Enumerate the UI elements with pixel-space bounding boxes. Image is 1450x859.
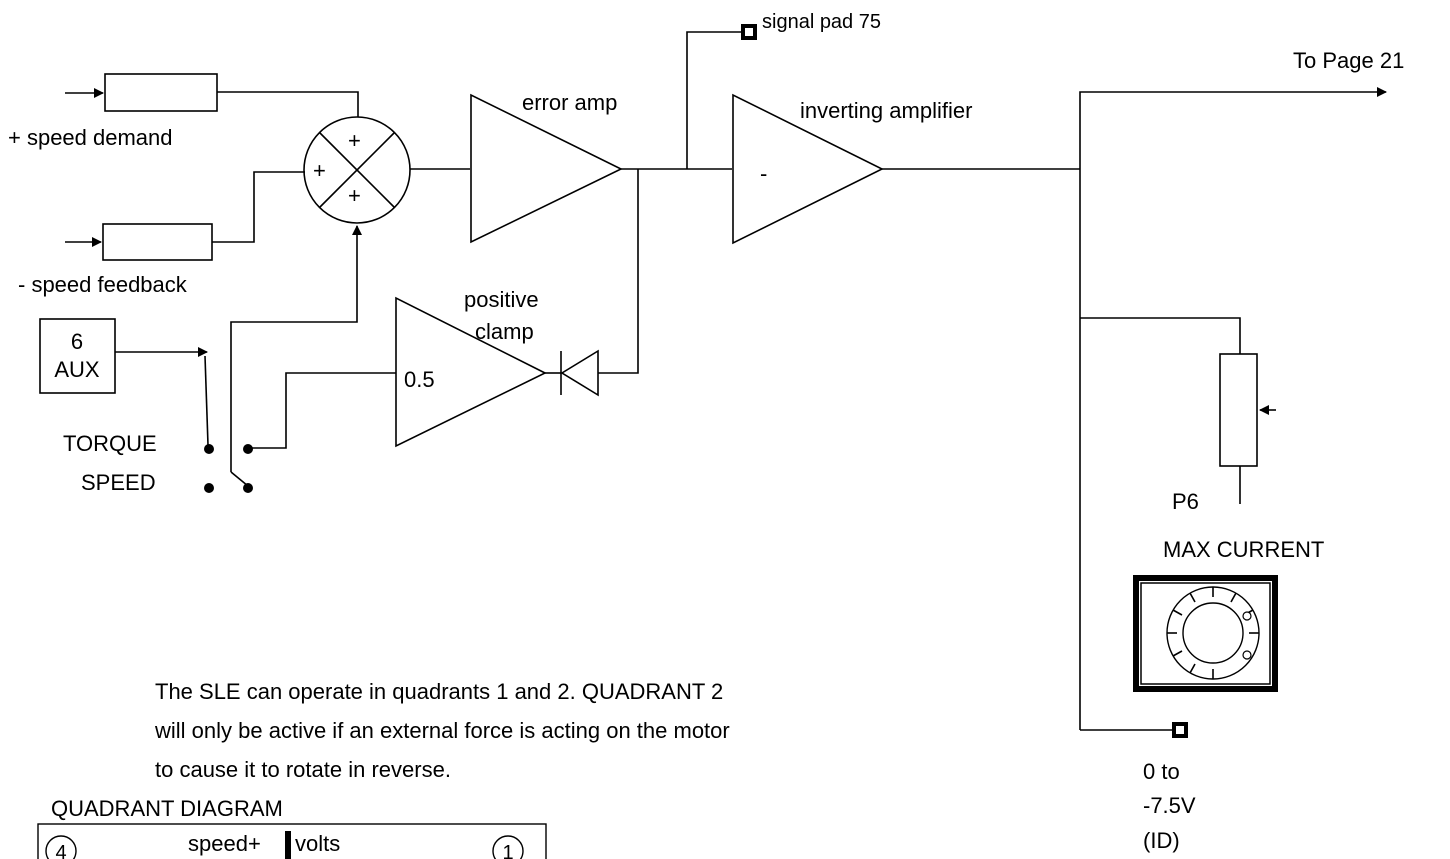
output-range-1: 0 to — [1143, 759, 1180, 784]
axis-label-volts: volts — [295, 831, 340, 856]
pot-feed-wire — [1080, 317, 1241, 354]
quadrant-title: QUADRANT DIAGRAM — [51, 796, 283, 821]
error-amp — [470, 93, 623, 244]
speed-feedback-label: - speed feedback — [18, 272, 188, 297]
axis-label-speed: speed+ — [188, 831, 261, 856]
torque-speed-switch — [204, 355, 253, 493]
clamp-output-wire — [248, 372, 396, 449]
signal-pad-label: signal pad 75 — [762, 11, 881, 33]
to-page-label: To Page 21 — [1293, 48, 1404, 73]
error-amp-label: error amp — [522, 90, 617, 115]
speed-demand-label: + speed demand — [8, 125, 173, 150]
clamp-feedback-wire — [598, 169, 639, 374]
positive-clamp-amp — [395, 296, 547, 448]
summing-junction — [303, 116, 411, 224]
axis-marker — [285, 831, 291, 859]
aux-to-sum-wire — [230, 225, 362, 472]
signal-pad-75 — [741, 24, 757, 40]
note-line-2: will only be active if an external force… — [154, 718, 730, 743]
aux-label: AUX — [54, 357, 100, 382]
inverting-amplifier — [732, 93, 884, 245]
sum-plus-top: + — [348, 128, 361, 153]
aux-terminal — [39, 318, 116, 394]
aux-number: 6 — [71, 329, 83, 354]
quadrant-diagram — [37, 823, 547, 859]
speed-demand-input — [65, 73, 359, 117]
speed-feedback-input — [65, 171, 305, 261]
note-line-3: to cause it to rotate in reverse. — [155, 757, 451, 782]
speed-label: SPEED — [81, 470, 156, 495]
output-range-2: -7.5V — [1143, 793, 1196, 818]
positive-clamp-label-2: clamp — [475, 319, 534, 344]
note-line-1: The SLE can operate in quadrants 1 and 2… — [155, 679, 723, 704]
signal-pad-wire — [686, 31, 742, 169]
to-page-21-wire — [1079, 87, 1387, 169]
sum-plus-left: + — [313, 158, 326, 183]
inverting-amplifier-label: inverting amplifier — [800, 98, 972, 123]
pot-id-label: P6 — [1172, 489, 1199, 514]
inverting-sign: - — [760, 161, 767, 186]
quadrant-4-label: 4 — [55, 842, 66, 859]
potentiometer-p6 — [1219, 353, 1258, 467]
output-pad — [1172, 722, 1188, 738]
clamp-gain-label: 0.5 — [404, 367, 435, 392]
quadrant-1-label: 1 — [502, 842, 513, 859]
clamp-diode — [560, 349, 599, 397]
max-current-dial-icon — [1133, 575, 1278, 692]
sum-plus-bottom: + — [348, 183, 361, 208]
positive-clamp-label-1: positive — [464, 287, 539, 312]
torque-label: TORQUE — [63, 431, 157, 456]
pot-name-label: MAX CURRENT — [1163, 537, 1324, 562]
output-range-3: (ID) — [1143, 828, 1180, 853]
